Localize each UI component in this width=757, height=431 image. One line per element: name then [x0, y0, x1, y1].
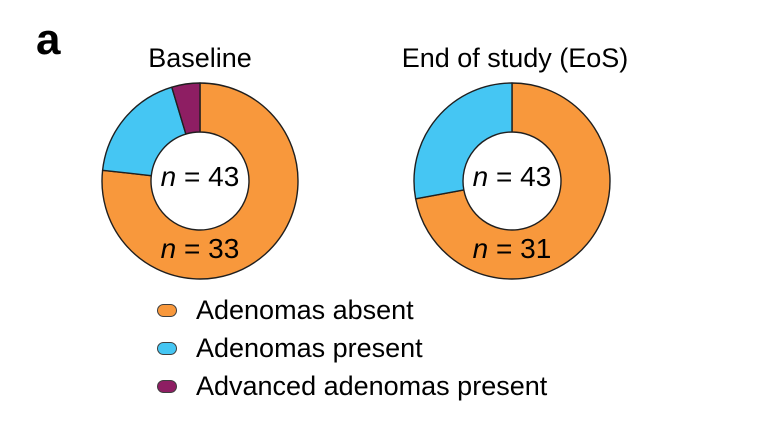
n-total-value: = 43 [488, 161, 552, 192]
legend: Adenomas absent Adenomas present Advance… [157, 297, 547, 411]
panel-label: a [36, 15, 61, 64]
n-variable: n [160, 233, 177, 264]
legend-label: Adenomas present [196, 333, 423, 363]
n-variable: n [472, 233, 489, 264]
blue-swatch-icon [157, 342, 177, 355]
orange-swatch-icon [157, 304, 177, 317]
legend-item-adenomas-present: Adenomas present [157, 335, 547, 362]
donut-center-label-baseline: n = 43 [90, 163, 310, 191]
chart-title-baseline: Baseline [148, 43, 252, 73]
n-segment-value: = 31 [488, 233, 552, 264]
donut-segment [413, 82, 513, 200]
n-total-value: = 43 [176, 161, 240, 192]
legend-item-adenomas-absent: Adenomas absent [157, 297, 547, 324]
donut-chart-baseline [101, 82, 299, 280]
donut-segment [414, 82, 611, 280]
purple-swatch-icon [157, 380, 177, 393]
donut-segment-annotation-end-of-study: n = 31 [402, 235, 622, 263]
donut-segment [171, 82, 201, 135]
legend-label: Advanced adenomas present [196, 371, 548, 401]
n-variable: n [472, 161, 489, 192]
n-segment-value: = 33 [176, 233, 240, 264]
legend-item-advanced-adenomas-present: Advanced adenomas present [157, 373, 547, 400]
chart-title-end-of-study: End of study (EoS) [401, 43, 629, 73]
donut-segment [101, 82, 299, 280]
donut-center-label-end-of-study: n = 43 [402, 163, 622, 191]
donut-segment-annotation-baseline: n = 33 [90, 235, 310, 263]
donut-chart-end-of-study [413, 82, 611, 280]
legend-label: Adenomas absent [196, 295, 414, 325]
n-variable: n [160, 161, 177, 192]
